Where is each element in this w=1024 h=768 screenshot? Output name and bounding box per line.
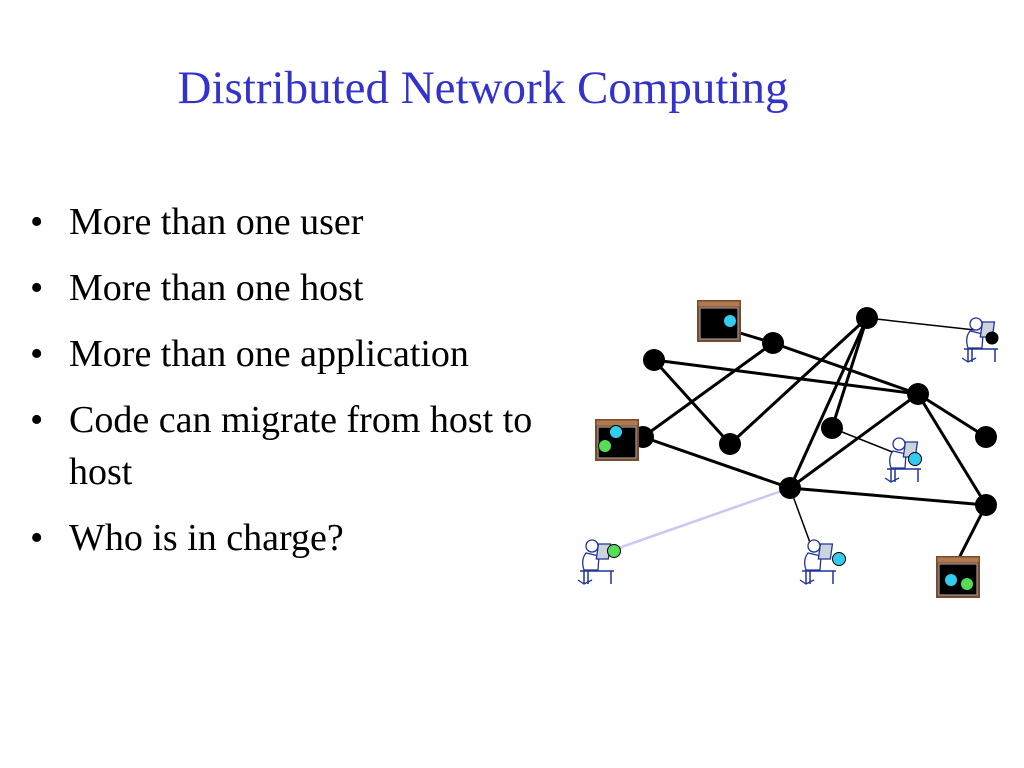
bullet-icon: •	[30, 267, 44, 309]
bullet-icon: •	[30, 517, 44, 559]
node	[762, 332, 784, 354]
bullet-text: Code can migrate from host to host	[69, 399, 533, 493]
bullet-item: • More than one host	[28, 262, 588, 314]
node	[975, 494, 997, 516]
application-dot-icon	[598, 439, 612, 453]
bullet-text: More than one host	[69, 267, 364, 309]
node	[975, 426, 997, 448]
slide-title: Distributed Network Computing	[177, 62, 789, 114]
node	[779, 477, 801, 499]
node	[719, 433, 741, 455]
node	[821, 417, 843, 439]
bullet-item: • Code can migrate from host to host	[28, 394, 588, 498]
application-dot-icon	[908, 452, 922, 466]
node	[856, 307, 878, 329]
host-computer-icon	[935, 555, 981, 599]
node	[907, 383, 929, 405]
highlighted-link	[609, 486, 791, 553]
bullet-text: More than one user	[69, 201, 364, 243]
network-links	[641, 316, 988, 562]
bullet-item: • Who is in charge?	[28, 512, 588, 564]
application-dot-icon	[960, 577, 974, 591]
network-nodes	[632, 307, 997, 516]
bullet-list: •More than one user •More than one host …	[28, 196, 588, 578]
user-at-workstation-icon	[799, 539, 846, 585]
application-dot-icon	[723, 314, 737, 328]
host-computer-icon	[594, 418, 640, 462]
application-dot-icon	[985, 331, 999, 345]
bullet-icon: •	[30, 333, 44, 375]
bullet-icon: •	[30, 201, 44, 243]
user-at-workstation-icon	[884, 437, 922, 483]
bullet-text: More than one application	[69, 333, 469, 375]
user-at-workstation-icon	[577, 539, 621, 585]
node	[643, 349, 665, 371]
bullet-text: Who is in charge?	[69, 517, 344, 559]
bullet-item: • More than one user	[28, 196, 588, 248]
bullet-icon: •	[30, 399, 44, 441]
application-dot-icon	[609, 425, 623, 439]
user-at-workstation-icon	[961, 317, 999, 363]
application-dot-icon	[944, 573, 958, 587]
application-dot-icon	[607, 544, 621, 558]
bullet-item: • More than one application	[28, 328, 588, 380]
application-dot-icon	[832, 552, 846, 566]
host-computer-icon	[696, 299, 742, 343]
thin-links	[789, 317, 976, 549]
